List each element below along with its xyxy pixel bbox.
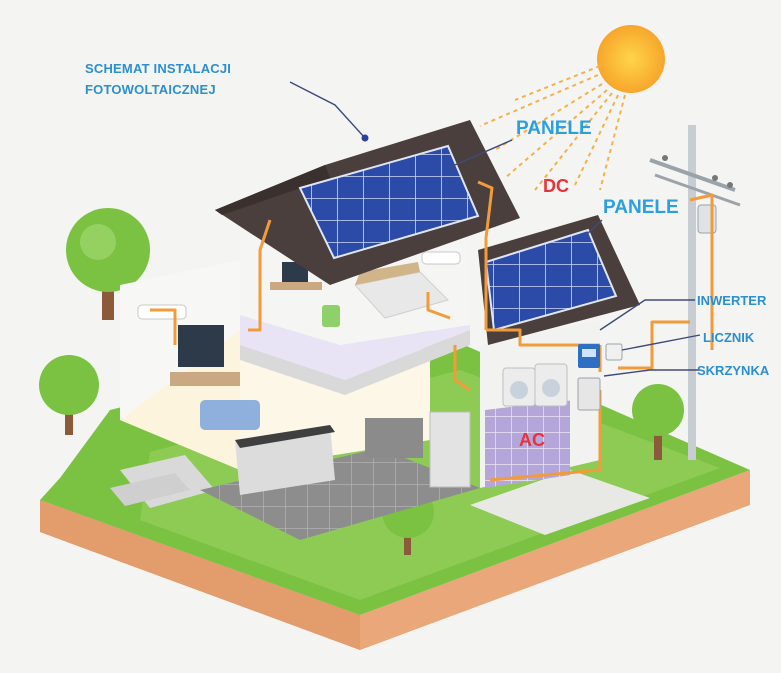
tree-left-small xyxy=(39,355,99,435)
solar-panels-main-roof xyxy=(298,144,480,260)
kitchen xyxy=(200,411,480,540)
diagram-title: SCHEMAT INSTALACJI FOTOWOLTAICZNEJ xyxy=(85,58,231,100)
label-panele-top: PANELE xyxy=(516,118,592,139)
meter-device xyxy=(605,343,623,361)
stairs xyxy=(110,455,215,508)
label-ac: AC xyxy=(519,430,545,450)
label-licznik: LICZNIK xyxy=(703,330,755,345)
tree-left-large xyxy=(66,208,150,320)
cable-routing xyxy=(150,180,714,482)
sun xyxy=(479,25,665,191)
tree-right xyxy=(632,384,684,460)
label-panele-right: PANELE xyxy=(603,197,679,218)
inverter-device xyxy=(578,344,600,368)
label-skrzynka: SKRZYNKA xyxy=(697,363,770,378)
solar-panels-right-roof xyxy=(484,228,618,332)
label-dc: DC xyxy=(543,176,569,196)
house-utility-room xyxy=(480,320,600,488)
title-pointer-dot xyxy=(361,134,369,142)
diagram-title-line1: SCHEMAT INSTALACJI xyxy=(85,61,232,76)
diagram-title-line2: FOTOWOLTAICZNEJ xyxy=(85,82,216,97)
junction-box-device xyxy=(577,377,601,411)
leader-lines xyxy=(289,81,701,377)
label-inwerter: INWERTER xyxy=(697,293,767,308)
